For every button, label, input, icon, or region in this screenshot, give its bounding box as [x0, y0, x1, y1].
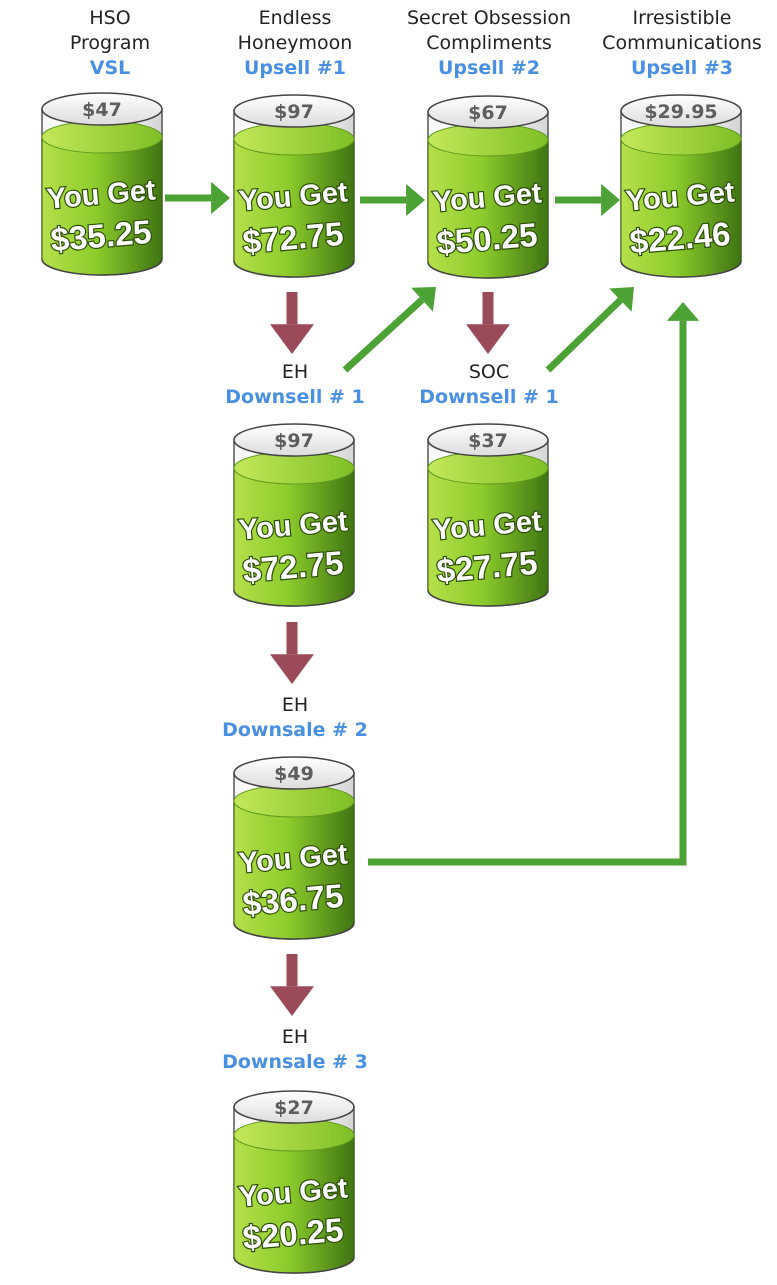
- node-heading-upsell1: Endless Honeymoon Upsell #1: [195, 6, 395, 81]
- node-tag: Downsale # 2: [222, 719, 368, 741]
- payout-amount: $35.25: [49, 213, 153, 259]
- price-label: $37: [468, 430, 508, 452]
- node-heading-vsl: HSO Program VSL: [10, 6, 210, 81]
- node-name-line: Endless: [258, 7, 332, 29]
- node-heading-upsell3: Irresistible Communications Upsell #3: [582, 6, 777, 81]
- price-label: $67: [468, 102, 508, 124]
- arrow-head: [466, 324, 510, 354]
- cylinder-cap: [233, 94, 355, 128]
- node-heading-soc-down1: SOC Downsell # 1: [389, 360, 589, 410]
- node-tag: Upsell #2: [437, 57, 540, 79]
- node-heading-eh-down3: EH Downsale # 3: [195, 1025, 395, 1075]
- liquid-surface: [233, 1118, 355, 1152]
- cylinder-cap: [233, 1090, 355, 1124]
- node-name-line: Honeymoon: [237, 32, 353, 54]
- node-name-line: Communications: [602, 32, 762, 54]
- liquid-surface: [427, 451, 549, 485]
- liquid-surface: [620, 122, 742, 156]
- cylinder-cap: [233, 756, 355, 790]
- arrow-decline-eh_down2-to-eh_down3: [270, 954, 314, 1016]
- price-label: $97: [274, 430, 314, 452]
- node-tag: Downsell # 1: [419, 386, 559, 408]
- node-name-line: EH: [281, 1026, 309, 1048]
- cylinder-base: [427, 589, 549, 607]
- arrow-head: [406, 183, 425, 217]
- arrow-head: [601, 183, 620, 217]
- liquid-surface: [233, 122, 355, 156]
- cylinder-cap: [620, 94, 742, 128]
- node-heading-eh-down1: EH Downsell # 1: [195, 360, 395, 410]
- arrow-head: [270, 324, 314, 354]
- node-tag: Downsell # 1: [225, 386, 365, 408]
- arrow-head: [211, 181, 230, 215]
- cylinder-base: [427, 261, 549, 279]
- arrow-shaft: [368, 320, 687, 866]
- arrow-head: [666, 302, 700, 321]
- price-label: $27: [274, 1097, 314, 1119]
- payout-amount: $50.25: [435, 216, 539, 262]
- cylinder-cap: [233, 423, 355, 457]
- arrow-accept-soc_down1-to-upsell3: [545, 287, 634, 373]
- node-name-line: SOC: [468, 361, 510, 383]
- arrow-decline-eh_down1-to-eh_down2: [270, 622, 314, 684]
- cylinder-cap: [427, 95, 549, 129]
- node-name-line: Irresistible: [632, 7, 732, 29]
- node-tag: Upsell #3: [630, 57, 733, 79]
- node-heading-upsell2: Secret Obsession Compliments Upsell #2: [389, 6, 589, 81]
- arrow-decline-upsell1-to-eh_down1: [270, 292, 314, 354]
- node-tag: VSL: [89, 57, 131, 79]
- arrow-accept-eh_down2-to-upsell3: [368, 302, 700, 866]
- node-tag: Downsale # 3: [222, 1051, 368, 1073]
- arrow-shaft: [545, 297, 623, 373]
- payout-amount: $72.75: [241, 215, 345, 261]
- arrow-head: [270, 986, 314, 1016]
- arrow-accept-upsell1-to-upsell2: [360, 183, 425, 217]
- node-name-line: Program: [69, 32, 151, 54]
- node-heading-eh-down2: EH Downsale # 2: [195, 693, 395, 743]
- arrow-accept-vsl-to-upsell1: [165, 181, 230, 215]
- arrow-head: [609, 287, 634, 312]
- node-tag: Upsell #1: [243, 57, 346, 79]
- price-label: $97: [274, 101, 314, 123]
- price-label: $49: [274, 763, 314, 785]
- price-label: $29.95: [644, 101, 717, 123]
- liquid-surface: [41, 120, 163, 154]
- node-name-line: Compliments: [426, 32, 552, 54]
- node-name-line: EH: [281, 361, 309, 383]
- node-name-line: HSO: [89, 7, 131, 29]
- liquid-surface: [233, 451, 355, 485]
- liquid-surface: [233, 784, 355, 818]
- cylinder-base: [620, 260, 742, 278]
- cylinder-base: [233, 260, 355, 278]
- node-name-line: EH: [281, 694, 309, 716]
- cylinder-base: [41, 258, 163, 276]
- arrow-accept-upsell2-to-upsell3: [555, 183, 620, 217]
- cylinder-base: [233, 922, 355, 940]
- cylinder-cap: [41, 92, 163, 126]
- price-label: $47: [82, 99, 122, 121]
- arrow-head: [270, 654, 314, 684]
- arrow-accept-eh_down1-to-upsell2: [342, 287, 436, 373]
- flow-arrows: [165, 181, 700, 1016]
- liquid-surface: [427, 123, 549, 157]
- arrow-head: [411, 287, 436, 312]
- arrow-shaft: [342, 297, 425, 373]
- payout-amount: $36.75: [241, 877, 345, 923]
- cylinder-cap: [427, 423, 549, 457]
- arrow-decline-upsell2-to-soc_down1: [466, 292, 510, 354]
- node-name-line: Secret Obsession: [406, 7, 572, 29]
- cylinder-base: [233, 589, 355, 607]
- cylinder-base: [233, 1256, 355, 1274]
